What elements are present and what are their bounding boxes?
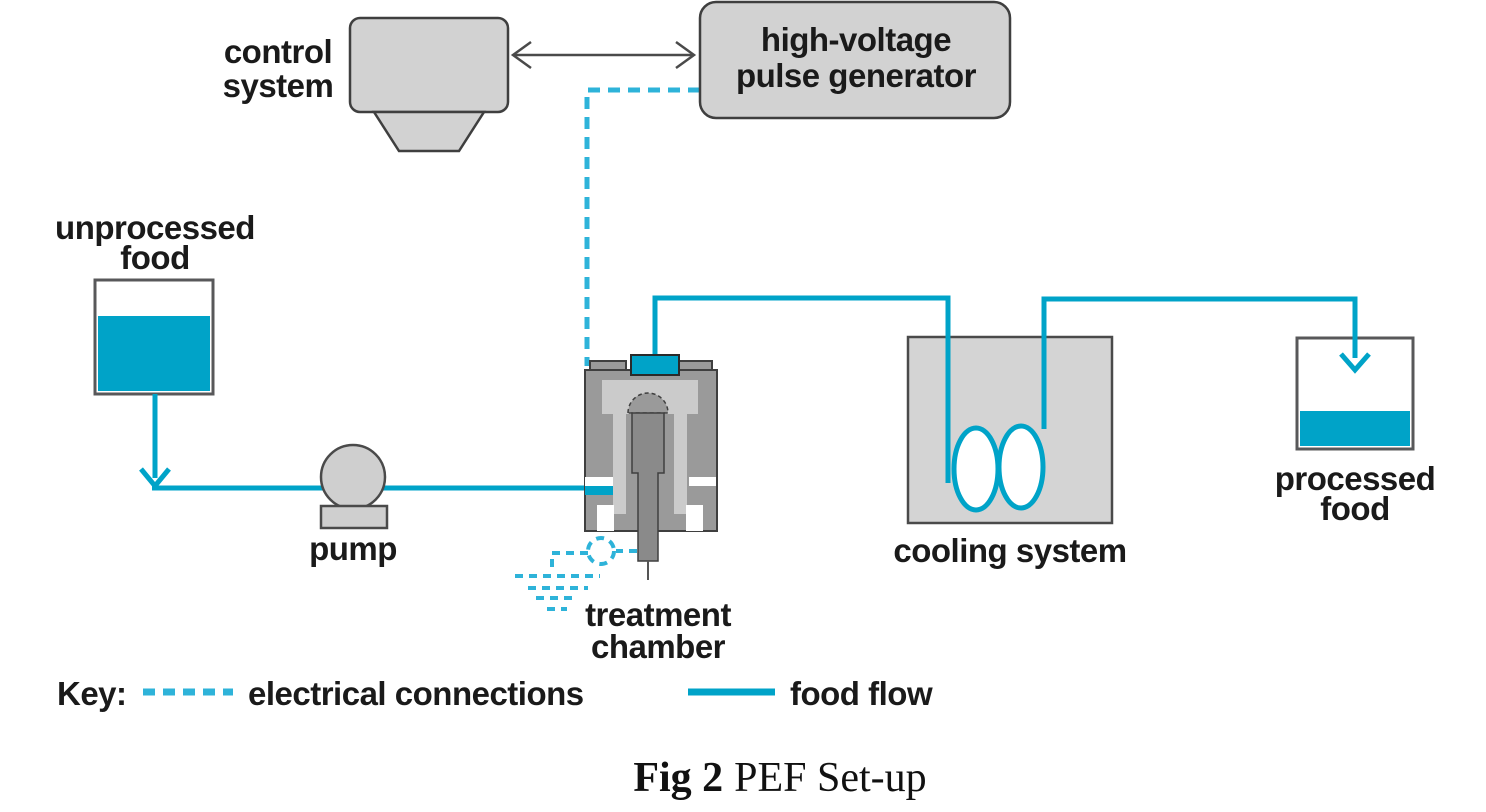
unprocessed-food-container bbox=[93, 278, 215, 396]
cooling-system-label: cooling system bbox=[893, 532, 1126, 569]
cooling-coil-left bbox=[951, 425, 1001, 513]
pump-label: pump bbox=[309, 530, 397, 567]
ground-drop bbox=[550, 551, 588, 571]
treatment-chamber bbox=[584, 354, 718, 580]
pump-base bbox=[319, 504, 389, 530]
legend-foodflow-label: food flow bbox=[790, 675, 933, 712]
unprocessed-food-liquid bbox=[98, 316, 210, 391]
cooling-coils bbox=[951, 423, 1046, 513]
cooling-coil-right bbox=[996, 423, 1046, 511]
link-arrowhead-right bbox=[675, 40, 697, 70]
ground-connection bbox=[515, 536, 637, 611]
figure-caption-title: PEF Set-up bbox=[734, 755, 927, 801]
processed-food-label-1: processed bbox=[1275, 460, 1436, 497]
flow-arrowhead-down-right bbox=[1339, 352, 1371, 374]
control-generator-link bbox=[510, 40, 697, 70]
legend-title: Key: bbox=[57, 675, 127, 712]
control-system bbox=[348, 16, 510, 153]
treatment-chamber-label-2: chamber bbox=[591, 628, 726, 665]
ground-node-circle bbox=[586, 536, 616, 566]
pulse-generator-label-1: high-voltage bbox=[761, 21, 951, 58]
electrical-generator-to-chamber bbox=[584, 87, 700, 366]
legend-electrical-label: electrical connections bbox=[248, 675, 584, 712]
treatment-chamber-label-1: treatment bbox=[585, 596, 731, 633]
chamber-foot-slot-left bbox=[597, 505, 614, 531]
pulse-generator-box bbox=[698, 0, 1012, 120]
pulse-generator-label-2: pulse generator bbox=[736, 57, 977, 94]
link-arrowhead-left bbox=[510, 40, 532, 70]
chamber-inlet-port bbox=[585, 486, 613, 495]
control-system-monitor bbox=[348, 16, 510, 114]
chamber-channel-left bbox=[613, 414, 626, 514]
control-system-stand bbox=[371, 110, 487, 153]
chamber-foot-slot-right bbox=[686, 505, 703, 531]
food-flow-pipes bbox=[139, 295, 1371, 491]
chamber-top-electrode bbox=[630, 354, 680, 376]
unprocessed-food-label-1: unprocessed bbox=[55, 209, 255, 246]
control-system-label-1: control bbox=[224, 33, 332, 70]
chamber-slot-right bbox=[689, 477, 716, 486]
chamber-center-electrode bbox=[631, 412, 665, 562]
pump bbox=[319, 443, 389, 530]
figure-caption-number: Fig 2 bbox=[633, 755, 723, 801]
pipe-chamber-to-cooling bbox=[652, 295, 951, 483]
chamber-channel-right bbox=[674, 414, 687, 514]
pipe-cooling-to-processed bbox=[1041, 296, 1358, 429]
chamber-slot-left bbox=[585, 477, 613, 486]
processed-food-liquid bbox=[1300, 411, 1410, 446]
processed-food-label-2: food bbox=[1320, 490, 1389, 527]
pump-head bbox=[319, 443, 387, 511]
unprocessed-food-label-2: food bbox=[120, 239, 189, 276]
legend: Key: electrical connections food flow bbox=[57, 675, 933, 712]
chamber-dome bbox=[627, 392, 669, 414]
control-system-label-2: system bbox=[223, 67, 334, 104]
